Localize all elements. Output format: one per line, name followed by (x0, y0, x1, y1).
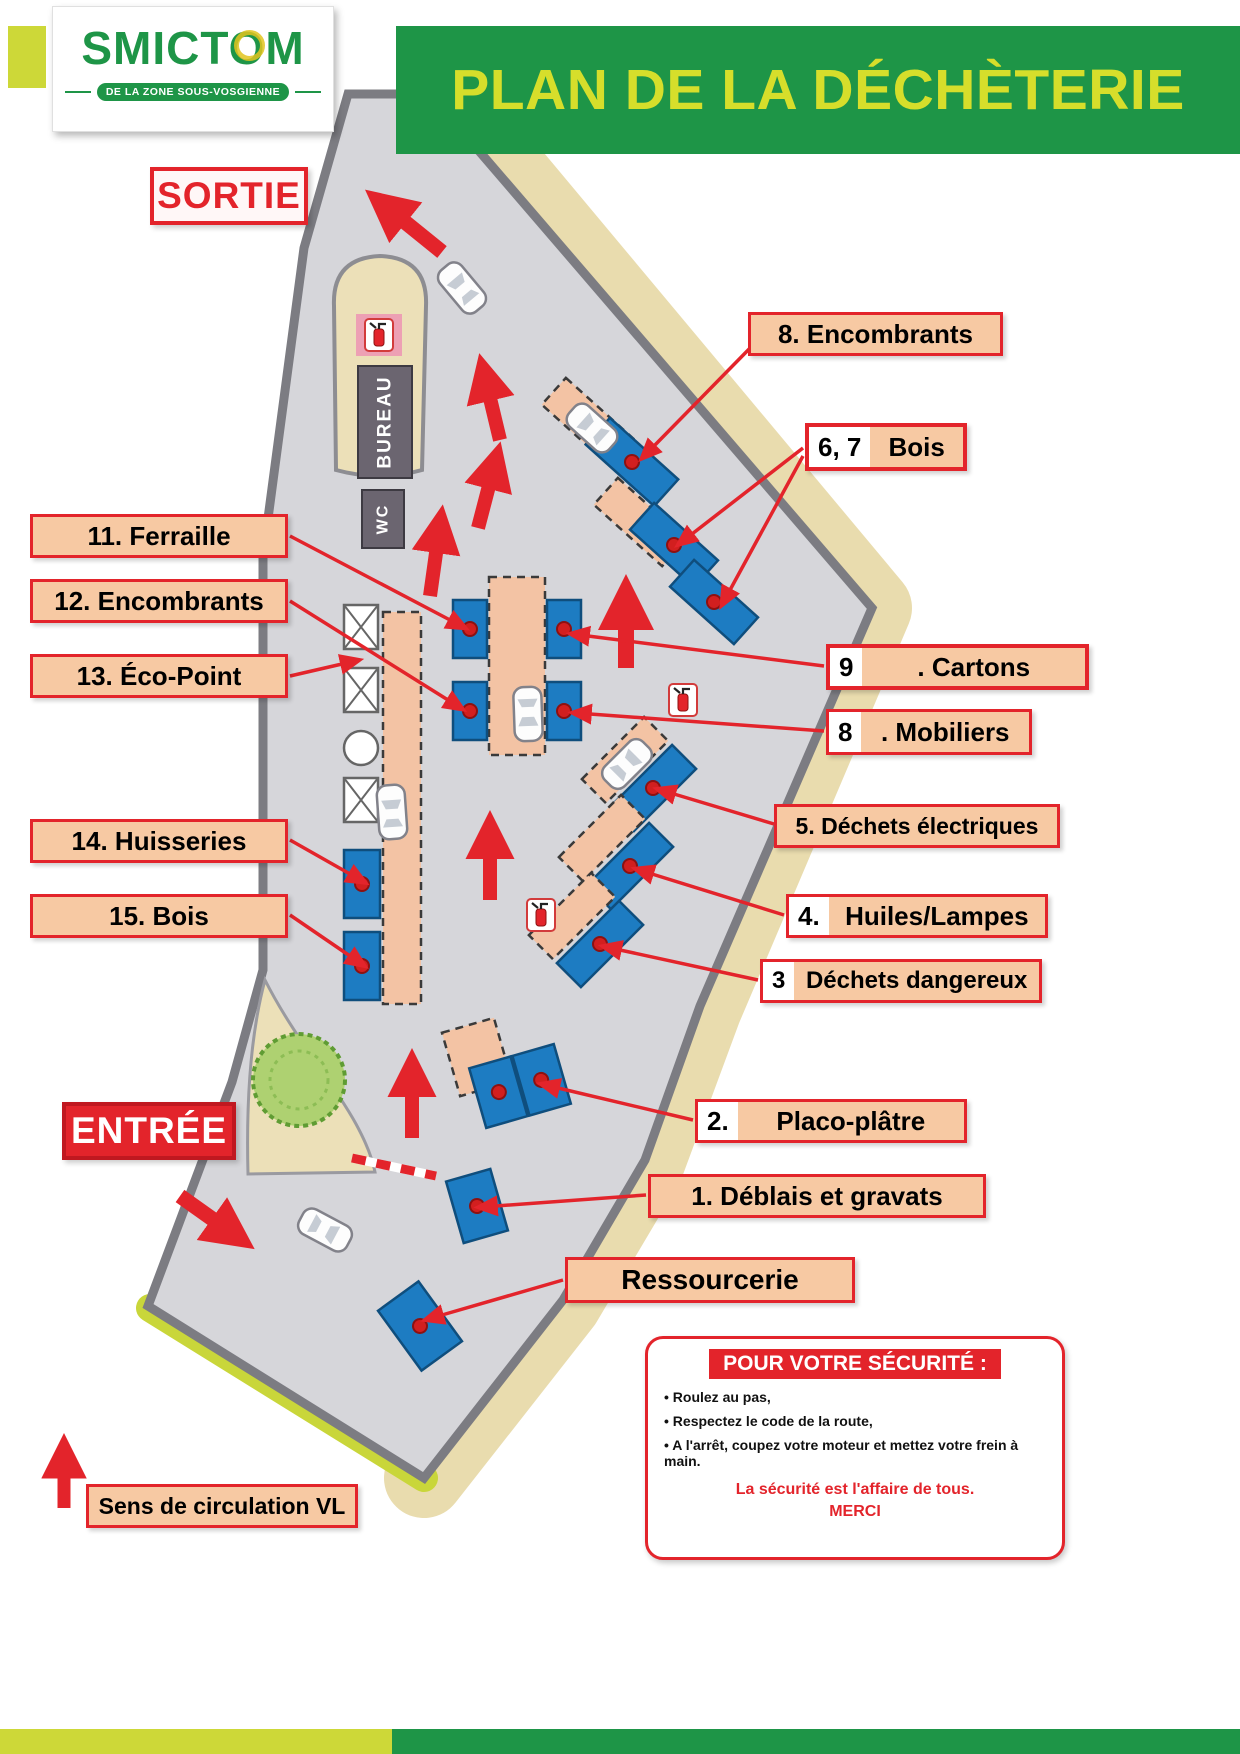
tree-icon (251, 1032, 347, 1128)
pointer-deblais-1 (473, 1193, 647, 1217)
container-mobiliers-8 (545, 680, 583, 742)
label-bois-6-7: 6, 7 Bois (805, 423, 967, 471)
pointer-cartons-9 (565, 625, 825, 668)
safety-rule: • A l'arrêt, coupez votre moteur et mett… (664, 1437, 1019, 1469)
flow-arrows (41, 189, 654, 1508)
car-icon (374, 782, 410, 842)
car-icon (511, 685, 545, 743)
fire-extinguisher-icon (363, 317, 395, 353)
fire-extinguisher-icon (667, 682, 699, 718)
title-bar: PLAN DE LA DÉCHÈTERIE (396, 26, 1240, 154)
container-bois-15 (342, 930, 382, 1002)
pointer-ferraille-11 (289, 534, 471, 631)
flow-arrow (466, 353, 515, 442)
label-bois-15: 15. Bois (30, 894, 288, 938)
pointer-bois-7 (719, 455, 805, 610)
container-ferraille-11 (451, 598, 489, 660)
pointer-huisseries-14 (289, 838, 370, 886)
entrance-arrow (175, 1189, 255, 1250)
container-cartons-9 (545, 598, 583, 660)
label-mobiliers-8: 8 . Mobiliers (826, 709, 1032, 755)
pointer-lines (289, 340, 825, 1325)
entrance-sign: ENTRÉE (62, 1102, 236, 1160)
barrier-line (351, 1153, 437, 1181)
eco-point-containers (342, 603, 380, 824)
label-cartons-9: 9 . Cartons (826, 644, 1089, 690)
pointer-huiles-4 (630, 864, 785, 917)
page-title: PLAN DE LA DÉCHÈTERIE (451, 58, 1185, 122)
safety-title: POUR VOTRE SÉCURITÉ : (709, 1349, 1001, 1379)
fire-extinguisher-icon (525, 897, 557, 933)
platform-huiles (557, 793, 647, 883)
pointer-mobiliers-8 (567, 703, 825, 733)
label-ferraille-11: 11. Ferraille (30, 514, 288, 558)
safety-rule: • Respectez le code de la route, (664, 1413, 873, 1429)
safety-rule: • Roulez au pas, (664, 1389, 771, 1405)
safety-notice: POUR VOTRE SÉCURITÉ : • Roulez au pas, •… (645, 1336, 1065, 1560)
pointer-bois-15 (289, 913, 369, 969)
label-encombrants-8: 8. Encombrants (748, 312, 1003, 356)
office-building: BUREAU (357, 365, 413, 479)
container-huisseries-14 (342, 848, 382, 920)
logo-subtitle-row: DE LA ZONE SOUS-VOSGIENNE (53, 83, 333, 101)
pointer-placo-2 (535, 1078, 694, 1122)
pointer-encombrants-8 (638, 340, 758, 463)
recycle-ring-icon (234, 30, 265, 61)
smictom-logo: SMICTOM DE LA ZONE SOUS-VOSGIENNE (52, 6, 334, 132)
safety-slogan: La sécurité est l'affaire de tous. (735, 1481, 975, 1498)
label-ressourcerie: Ressourcerie (565, 1257, 855, 1303)
flow-arrow (411, 504, 461, 597)
platform-dangereux (527, 871, 617, 961)
bottom-bar-yellow (0, 1729, 392, 1754)
pointer-dangereux-3 (597, 940, 759, 982)
exit-arrow (365, 189, 447, 258)
safety-thanks: MERCI (829, 1503, 881, 1520)
label-deblais-1: 1. Déblais et gravats (648, 1174, 986, 1218)
label-electriques-5: 5. Déchets électriques (774, 804, 1060, 848)
container-encombrants-12 (451, 680, 489, 742)
wc-building: WC (361, 489, 405, 549)
label-dangereux-3: 3 Déchets dangereux (760, 959, 1042, 1003)
label-placo-2: 2. Placo-plâtre (695, 1099, 967, 1143)
corner-accent (8, 26, 46, 88)
bottom-bar-green (392, 1729, 1240, 1754)
pointer-ressourcerie (420, 1278, 564, 1325)
pointer-encombrants-12 (289, 599, 468, 713)
logo-subtitle: DE LA ZONE SOUS-VOSGIENNE (96, 83, 290, 101)
logo-name: SMICTOM (81, 22, 305, 74)
label-circulation-legend: Sens de circulation VL (86, 1484, 358, 1528)
exit-sign: SORTIE (150, 167, 308, 225)
pointer-bois-6 (674, 446, 805, 548)
label-ecopoint-13: 13. Éco-Point (30, 654, 288, 698)
wc-label: WC (375, 504, 392, 535)
label-huisseries-14: 14. Huisseries (30, 819, 288, 863)
pointer-ecopoint-13 (289, 654, 365, 678)
pointer-electriques-5 (652, 784, 775, 826)
flow-arrow (464, 441, 512, 530)
label-huiles-4: 4. Huiles/Lampes (786, 894, 1048, 938)
label-encombrants-12: 12. Encombrants (30, 579, 288, 623)
office-label: BUREAU (375, 375, 396, 468)
